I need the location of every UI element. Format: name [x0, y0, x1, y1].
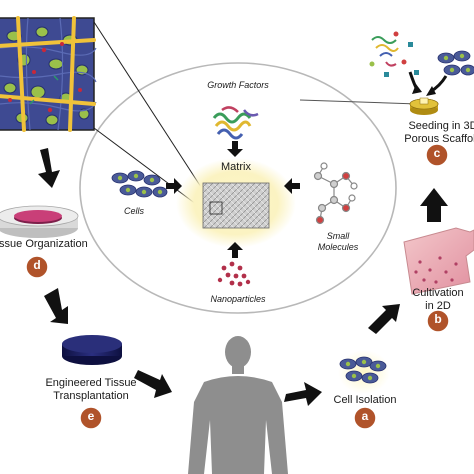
cells-cluster: [111, 170, 168, 198]
petri-dish: [0, 205, 79, 238]
culture-flask: [403, 227, 474, 295]
badge-letter-d: d: [33, 258, 41, 272]
matrix-zoom-box: [209, 201, 223, 215]
human-silhouette: [188, 336, 288, 474]
label-cells: Cells: [124, 206, 145, 216]
scaffold-link-line: [299, 99, 419, 105]
label-tissue-organization: Tissue Organization: [0, 238, 88, 250]
tissue-inset: [0, 16, 97, 132]
nanoparticles-cluster: [217, 261, 251, 287]
label-growth-factors: Growth Factors: [207, 80, 269, 90]
label-cultivation-1: Cultivation: [412, 287, 464, 299]
label-engineered-tissue-2: Transplantation: [53, 390, 129, 402]
label-small-molecules-1: Small: [326, 231, 350, 241]
label-seeding-2: Porous Scaffold: [404, 133, 474, 145]
badge-letter-c: c: [433, 146, 441, 160]
badge-letter-e: e: [87, 409, 95, 423]
step-badges: [25, 143, 450, 430]
process-ellipse: [79, 62, 397, 314]
matrix-fiber-image: [202, 182, 270, 229]
label-seeding-1: Seeding in 3D: [408, 120, 474, 132]
isolated-cells: [339, 356, 387, 384]
tissue-disc: [62, 335, 122, 365]
label-cell-isolation: Cell Isolation: [333, 394, 397, 406]
process-arrows: [38, 148, 448, 406]
label-matrix: Matrix: [221, 161, 251, 173]
label-nanoparticles: Nanoparticles: [210, 294, 266, 304]
badge-letter-a: a: [361, 409, 369, 423]
seeding-components: [369, 31, 474, 96]
small-molecule: [313, 162, 358, 225]
porous-scaffold: [409, 97, 439, 115]
badge-letter-b: b: [434, 312, 442, 326]
label-engineered-tissue-1: Engineered Tissue: [45, 377, 137, 389]
growth-factor-protein: [212, 106, 259, 140]
inner-arrows: [166, 141, 300, 258]
label-small-molecules-2: Molecules: [317, 242, 359, 252]
label-cultivation-2: in 2D: [425, 300, 451, 312]
